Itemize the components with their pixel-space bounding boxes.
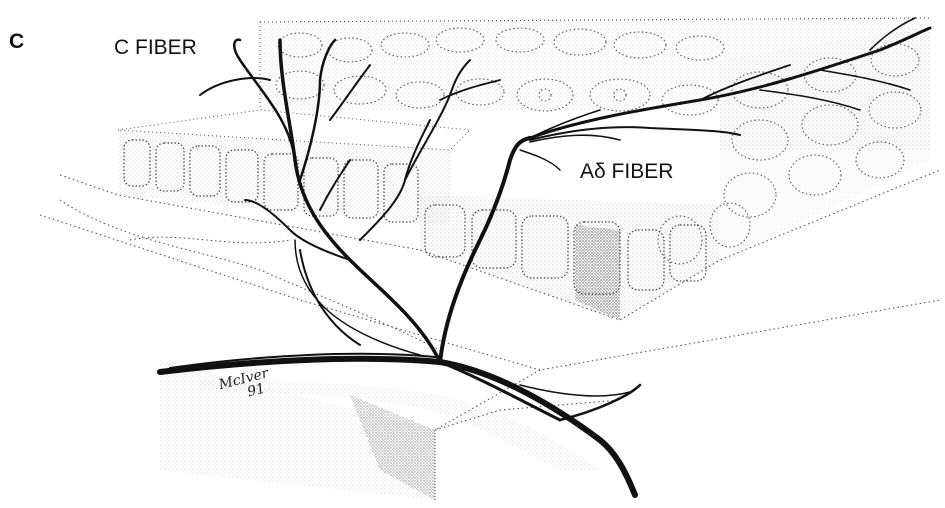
front-cell-row-left	[118, 110, 470, 225]
panel-label: C	[9, 30, 24, 54]
a-delta-fiber-label: Aδ FIBER	[578, 160, 675, 184]
front-cell-row-right	[420, 195, 720, 320]
c-fiber-label: C FIBER	[114, 36, 197, 60]
